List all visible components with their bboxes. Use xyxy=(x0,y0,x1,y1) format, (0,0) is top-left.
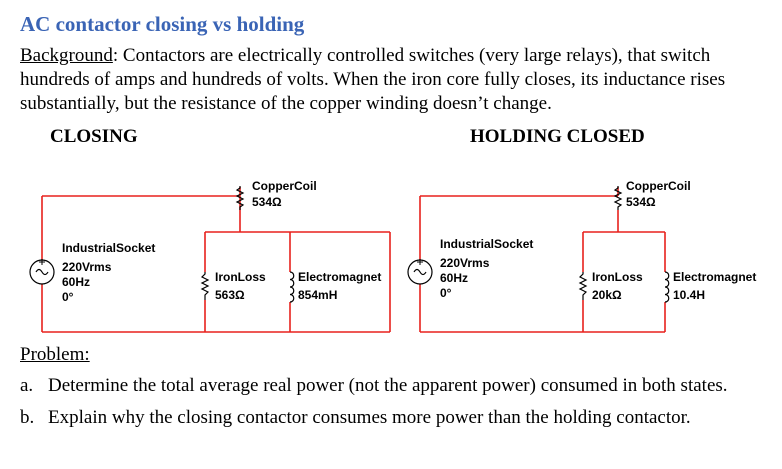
holding-components xyxy=(407,186,670,303)
holding-electromagnet-value: 10.4H xyxy=(673,288,705,302)
closing-coppercoil-value: 534Ω xyxy=(252,195,282,209)
holding-circuit xyxy=(419,187,666,333)
closing-coppercoil-resistor xyxy=(235,186,245,210)
holding-coppercoil-value: 534Ω xyxy=(626,195,656,209)
closing-ironloss-value: 563Ω xyxy=(215,288,245,302)
question-b: b. Explain why the closing contactor cons… xyxy=(20,407,691,429)
closing-electromagnet-inductor xyxy=(289,271,295,303)
closing-circuit xyxy=(41,187,391,333)
background-paragraph: Background: Contactors are electrically … xyxy=(20,44,770,116)
closing-source-voltage: 220Vrms xyxy=(62,260,112,274)
holding-ironloss-resistor xyxy=(578,272,588,300)
closing-ironloss-resistor xyxy=(200,272,210,300)
question-a-text: Determine the total average real power (… xyxy=(48,375,728,396)
closing-source-frequency: 60Hz xyxy=(62,275,90,289)
closing-components xyxy=(29,186,295,303)
closing-ironloss-name: IronLoss xyxy=(215,270,266,284)
holding-ironloss-name: IronLoss xyxy=(592,270,643,284)
question-b-marker: b. xyxy=(20,407,35,428)
question-a-marker: a. xyxy=(20,375,34,396)
holding-electromagnet-name: Electromagnet xyxy=(673,270,756,284)
holding-electromagnet-inductor xyxy=(664,271,670,303)
closing-coppercoil-name: CopperCoil xyxy=(252,179,317,193)
question-b-text: Explain why the closing contactor consum… xyxy=(48,407,691,428)
background-text: : Contactors are electrically controlled… xyxy=(20,45,726,114)
holding-source-name: IndustrialSocket xyxy=(440,237,533,251)
question-a: a. Determine the total average real power… xyxy=(20,375,728,397)
closing-heading: CLOSING xyxy=(50,126,138,147)
closing-electromagnet-value: 854mH xyxy=(298,288,337,302)
problem-heading: Problem: xyxy=(20,344,90,365)
holding-ironloss-value: 20kΩ xyxy=(592,288,622,302)
holding-heading: HOLDING CLOSED xyxy=(470,126,645,147)
closing-source-phase: 0° xyxy=(62,290,74,304)
page-title: AC contactor closing vs holding xyxy=(20,12,305,36)
closing-source-name: IndustrialSocket xyxy=(62,241,155,255)
holding-source-frequency: 60Hz xyxy=(440,271,468,285)
holding-source-voltage: 220Vrms xyxy=(440,256,490,270)
holding-coppercoil-name: CopperCoil xyxy=(626,179,691,193)
holding-source-phase: 0° xyxy=(440,286,452,300)
holding-coppercoil-resistor xyxy=(613,186,623,210)
background-label: Background xyxy=(20,45,113,66)
closing-electromagnet-name: Electromagnet xyxy=(298,270,381,284)
